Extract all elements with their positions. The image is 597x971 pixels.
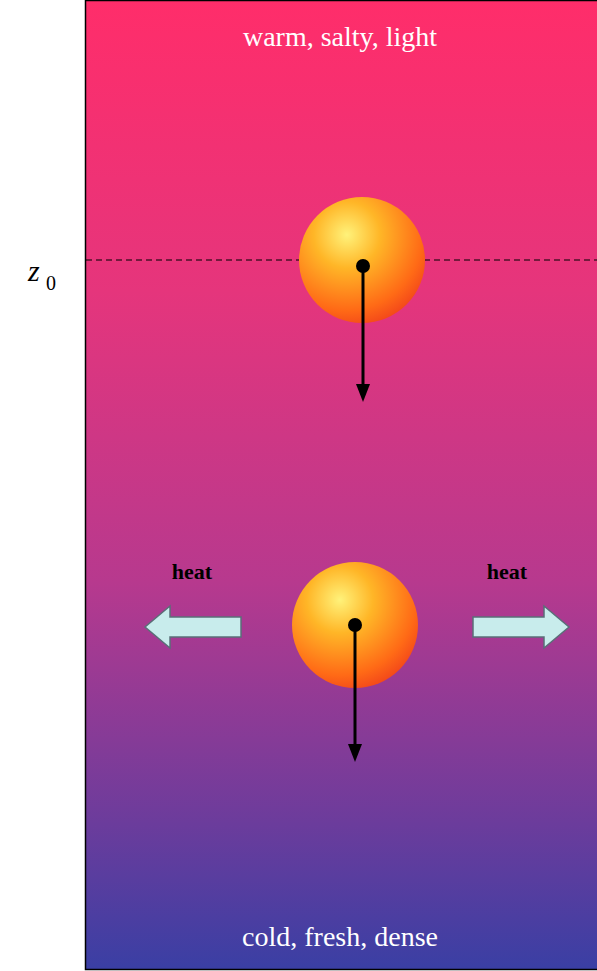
water-column bbox=[86, 1, 597, 970]
level-symbol: z bbox=[28, 254, 40, 287]
flux-label: heat bbox=[487, 560, 527, 584]
motion-arrow bbox=[362, 266, 365, 385]
flux-label: heat bbox=[172, 560, 212, 584]
region-note: cold, fresh, dense bbox=[242, 922, 438, 953]
level-subscript: 0 bbox=[46, 272, 56, 294]
reference-level bbox=[86, 259, 300, 260]
region-note: warm, salty, light bbox=[243, 22, 437, 53]
reference-level bbox=[424, 259, 597, 260]
arrow-head bbox=[356, 384, 370, 402]
arrow-head bbox=[348, 744, 362, 762]
motion-arrow bbox=[354, 625, 357, 745]
heat-arrow bbox=[473, 606, 569, 648]
heat-arrow bbox=[145, 606, 241, 648]
